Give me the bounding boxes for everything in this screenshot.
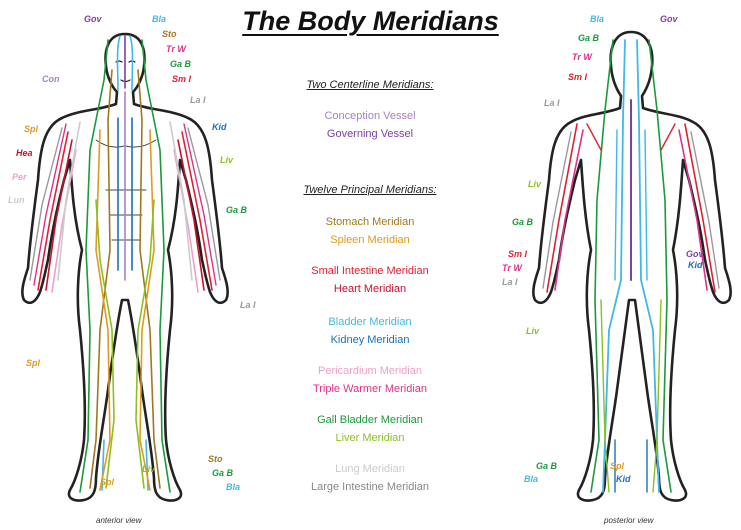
- anterior-label-bla-2: Bla: [226, 482, 240, 492]
- meridian-governing: Governing Vessel: [250, 128, 490, 140]
- anterior-label-lun: Lun: [8, 195, 25, 205]
- meridian-pericardium: Pericardium Meridian: [250, 365, 490, 377]
- posterior-label-smi-2: Sm I: [508, 249, 527, 259]
- posterior-label-bla-2: Bla: [524, 474, 538, 484]
- anterior-label-sto-2: Sto: [208, 454, 223, 464]
- principal-heading: Twelve Principal Meridians:: [250, 184, 490, 196]
- anterior-label-trw: Tr W: [166, 44, 186, 54]
- posterior-label-trw-2: Tr W: [502, 263, 522, 273]
- centerline-heading: Two Centerline Meridians:: [250, 79, 490, 91]
- meridian-lung: Lung Meridian: [250, 463, 490, 475]
- posterior-label-gov-2: Gov: [686, 249, 704, 259]
- posterior-label-spl: Spl: [610, 461, 624, 471]
- meridian-heart: Heart Meridian: [250, 283, 490, 295]
- meridian-stomach: Stomach Meridian: [250, 216, 490, 228]
- meridian-triple-warmer: Triple Warmer Meridian: [250, 383, 490, 395]
- meridian-conception: Conception Vessel: [250, 110, 490, 122]
- meridian-bladder: Bladder Meridian: [250, 316, 490, 328]
- posterior-label-trw: Tr W: [572, 52, 592, 62]
- posterior-label-liv-2: Liv: [526, 326, 539, 336]
- anterior-label-lai-2: La I: [240, 300, 256, 310]
- posterior-view-label: posterior view: [604, 516, 653, 525]
- meridian-large-intestine: Large Intestine Meridian: [250, 481, 490, 493]
- anterior-label-sto: Sto: [162, 29, 177, 39]
- posterior-label-gab-2: Ga B: [512, 217, 533, 227]
- anterior-label-bla: Bla: [152, 14, 166, 24]
- anterior-label-spl-3: Spl: [100, 477, 114, 487]
- anterior-label-hea: Hea: [16, 148, 33, 158]
- anterior-label-gab-3: Ga B: [212, 468, 233, 478]
- posterior-body-figure: [505, 0, 741, 530]
- posterior-label-smi: Sm I: [568, 72, 587, 82]
- posterior-label-kid-2: Kid: [616, 474, 631, 484]
- anterior-label-liv-2: Liv: [142, 464, 155, 474]
- anterior-label-liv: Liv: [220, 155, 233, 165]
- posterior-label-gab-3: Ga B: [536, 461, 557, 471]
- posterior-label-lai: La I: [544, 98, 560, 108]
- posterior-label-gab: Ga B: [578, 33, 599, 43]
- meridian-spleen: Spleen Meridian: [250, 234, 490, 246]
- anterior-view-label: anterior view: [96, 516, 141, 525]
- anterior-label-spl: Spl: [24, 124, 38, 134]
- anterior-label-gov: Gov: [84, 14, 102, 24]
- anterior-label-spl-2: Spl: [26, 358, 40, 368]
- posterior-label-lai-2: La I: [502, 277, 518, 287]
- posterior-label-bla: Bla: [590, 14, 604, 24]
- meridian-small-intestine: Small Intestine Meridian: [250, 265, 490, 277]
- meridian-liver: Liver Meridian: [250, 432, 490, 444]
- anterior-label-kid: Kid: [212, 122, 227, 132]
- anterior-label-per: Per: [12, 172, 27, 182]
- posterior-label-liv: Liv: [528, 179, 541, 189]
- anterior-label-gab-2: Ga B: [226, 205, 247, 215]
- posterior-label-kid: Kid: [688, 260, 703, 270]
- posterior-label-gov: Gov: [660, 14, 678, 24]
- meridian-kidney: Kidney Meridian: [250, 334, 490, 346]
- anterior-body-figure: [0, 0, 260, 530]
- anterior-label-smi: Sm I: [172, 74, 191, 84]
- anterior-label-con: Con: [42, 74, 60, 84]
- meridian-gall-bladder: Gall Bladder Meridian: [250, 414, 490, 426]
- anterior-label-gab: Ga B: [170, 59, 191, 69]
- anterior-label-lai: La I: [190, 95, 206, 105]
